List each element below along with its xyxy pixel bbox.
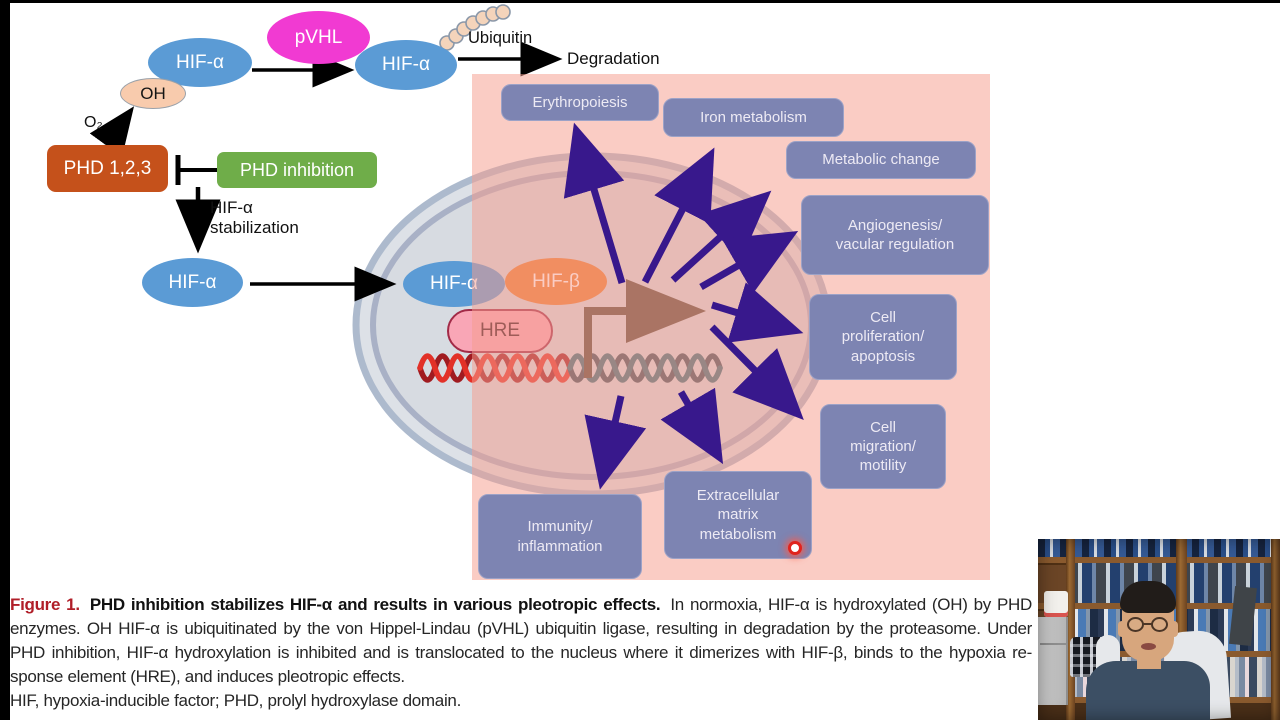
ubiquitin-label: Ubiquitin bbox=[468, 29, 533, 47]
presenter-torso bbox=[1086, 661, 1210, 720]
ubiquitin-chain bbox=[439, 4, 511, 51]
phd-inhibition-box: PHD inhibition bbox=[217, 152, 377, 188]
shelf-post bbox=[1066, 539, 1075, 720]
effect-angiogenesis: Angiogenesis/ vacular regulation bbox=[801, 195, 989, 275]
effect-erythropoiesis: Erythropoiesis bbox=[501, 84, 659, 121]
effect-arrows bbox=[563, 122, 804, 490]
caption-line: PHD inhibition, HIF-α hydroxylation is i… bbox=[10, 643, 1032, 662]
bookshelf-row bbox=[1038, 539, 1280, 557]
shelf-post bbox=[1176, 539, 1187, 720]
effect-extracellular-matrix: Extracellular matrix metabolism bbox=[664, 471, 812, 559]
effect-iron-metabolism: Iron metabolism bbox=[663, 98, 844, 137]
effect-cell-proliferation: Cell proliferation/ apoptosis bbox=[809, 294, 957, 380]
laser-pointer-dot bbox=[788, 541, 802, 555]
pathway-arrows bbox=[89, 41, 563, 302]
caption-title: PHD inhibition stabilizes HIF-α and resu… bbox=[89, 595, 661, 614]
caption-text: In normoxia, HIF-α is hydroxylated (OH) … bbox=[670, 595, 1032, 614]
caption-line: sponse element (HRE), and induces pleotr… bbox=[10, 667, 405, 686]
shelf-board bbox=[1038, 557, 1280, 563]
effect-immunity: Immunity/ inflammation bbox=[478, 494, 642, 579]
degradation-label: Degradation bbox=[567, 49, 660, 68]
presenter-mouth bbox=[1141, 643, 1156, 650]
stabilization-label: HIF-α stabilization bbox=[210, 198, 299, 237]
effect-cell-migration: Cell migration/ motility bbox=[820, 404, 946, 489]
figure-caption: Figure 1. PHD inhibition stabilizes HIF-… bbox=[10, 593, 1032, 713]
fridge bbox=[1038, 617, 1068, 705]
webcam-vignette bbox=[1038, 539, 1280, 720]
caption-line: enzymes. OH HIF-α is ubiquitinated by th… bbox=[10, 619, 1032, 638]
letterbox-top-bar bbox=[0, 0, 1280, 3]
presenter-hair bbox=[1120, 581, 1176, 613]
oh-hydroxyl-node: OH bbox=[120, 78, 186, 109]
effect-metabolic-change: Metabolic change bbox=[786, 141, 976, 179]
cups bbox=[1044, 591, 1068, 617]
shelf-post bbox=[1271, 539, 1280, 720]
figure-label: Figure 1. bbox=[10, 595, 80, 614]
glasses-bridge bbox=[1143, 623, 1152, 625]
hif-alpha-ubiquitinated-node: HIF-α bbox=[355, 40, 457, 90]
presenter-webcam bbox=[1038, 539, 1280, 720]
fridge-seam bbox=[1040, 643, 1066, 645]
presenter-ear bbox=[1170, 621, 1178, 637]
caption-line: Figure 1. PHD inhibition stabilizes HIF-… bbox=[10, 593, 1032, 617]
hif-alpha-stabilized-node: HIF-α bbox=[142, 258, 243, 307]
glasses-right-lens bbox=[1151, 617, 1168, 632]
letterbox-left-bar bbox=[0, 0, 10, 720]
caption-line: HIF, hypoxia-inducible factor; PHD, prol… bbox=[10, 691, 461, 710]
